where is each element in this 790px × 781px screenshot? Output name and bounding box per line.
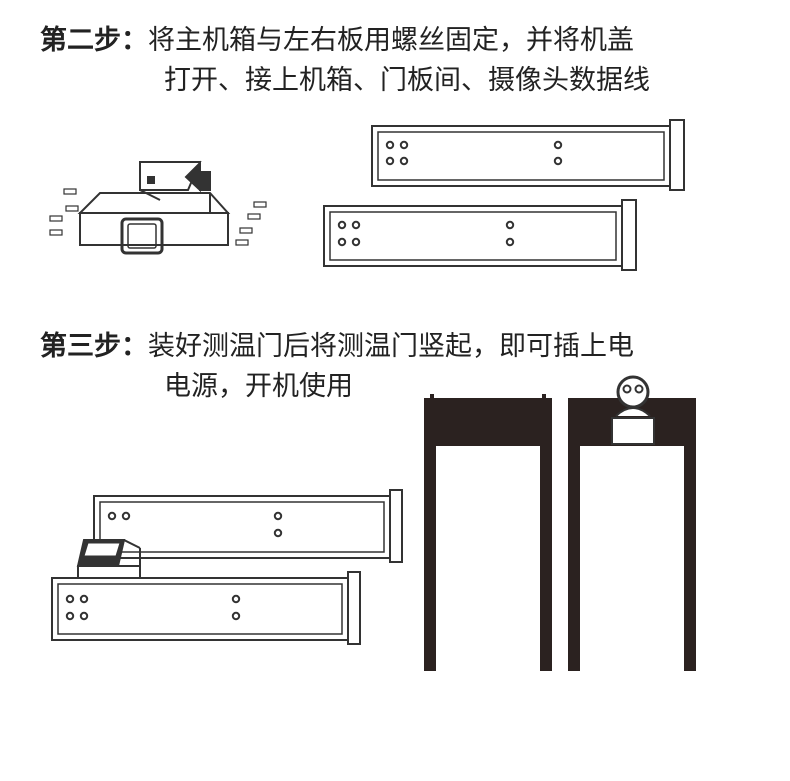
camera-and-screen	[611, 375, 655, 445]
step3-text-line1: 装好测温门后将测温门竖起，即可插上电	[148, 331, 634, 362]
step3-label: 第三步：	[40, 331, 148, 362]
door-panel-upper	[371, 119, 685, 191]
step2-text-line1: 将主机箱与左右板用螺丝固定，并将机盖	[148, 25, 634, 56]
screws	[49, 188, 267, 246]
step2-text-line2: 打开、接上机箱、门板间、摄像头数据线	[164, 65, 650, 96]
door-panel-lower	[323, 199, 637, 271]
standing-gate-front	[424, 394, 552, 671]
host-box	[77, 160, 231, 255]
step3-text-line2: 电源，开机使用	[164, 371, 353, 402]
step2-label: 第二步：	[40, 25, 148, 56]
assembled-frame	[51, 489, 403, 645]
step2-line1: 第二步：将主机箱与左右板用螺丝固定，并将机盖	[40, 22, 634, 60]
step3-line1: 第三步：装好测温门后将测温门竖起，即可插上电	[40, 328, 634, 366]
